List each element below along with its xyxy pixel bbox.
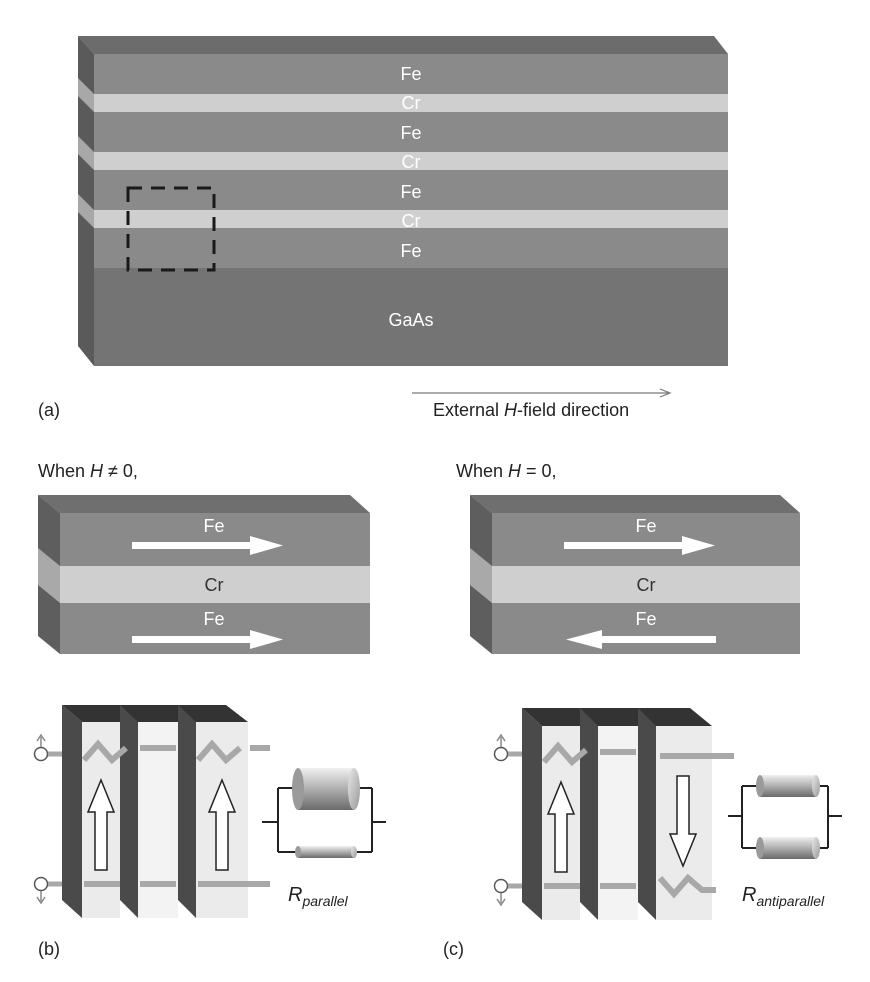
- r-antiparallel-main: R: [742, 884, 757, 906]
- dashed-selection-box: [126, 186, 216, 272]
- field-caption-post: -field direction: [517, 400, 630, 420]
- layer-fe-2: [94, 112, 728, 152]
- panel-b-label: (b): [38, 939, 60, 959]
- b-condition-h: H: [90, 461, 104, 481]
- panel-a-stack: Fe Cr Fe Cr Fe Cr Fe GaAs: [78, 36, 728, 366]
- c-bottom-layer-label: Fe: [635, 609, 656, 629]
- r-parallel-sub: parallel: [302, 893, 348, 909]
- field-direction-caption: External H-field direction: [433, 400, 629, 421]
- resistor-top-icon: [760, 775, 816, 797]
- c-condition-pre: When: [456, 461, 509, 481]
- side-cr-1: [78, 78, 94, 112]
- panel-b-block: Fe Cr Fe: [38, 495, 370, 654]
- layer-label-3: Fe: [400, 123, 421, 143]
- panel-c-condition: When H = 0,: [456, 461, 557, 482]
- c-middle-layer-label: Cr: [637, 575, 656, 595]
- panel-b-condition: When H ≠ 0,: [38, 461, 138, 482]
- layer-fe-4: [94, 228, 728, 268]
- c-top-arrow: [564, 536, 715, 555]
- layer-cr-2: [94, 152, 728, 170]
- parallel-circuit: [262, 768, 386, 858]
- panel-c-channel: [493, 708, 734, 920]
- b-bottom-layer-label: Fe: [203, 609, 224, 629]
- b-top-layer-label: Fe: [203, 516, 224, 536]
- stack-left-face: [78, 36, 94, 366]
- layer-label-1: Fe: [400, 64, 421, 84]
- b-bottom-arrow: [132, 630, 283, 649]
- layer-fe-1: [94, 54, 728, 94]
- r-antiparallel-sub: antiparallel: [756, 893, 825, 909]
- r-parallel-main: R: [288, 884, 303, 906]
- r-antiparallel-label: Rantiparallel: [742, 884, 824, 911]
- layer-label-2: Cr: [402, 93, 421, 113]
- c-bottom-arrow: [566, 630, 716, 649]
- small-resistor-icon: [298, 846, 354, 858]
- side-cr-2: [78, 136, 94, 170]
- r-parallel-label: Rparallel: [288, 884, 348, 911]
- resistor-bottom-icon: [760, 837, 816, 859]
- antiparallel-circuit: [728, 775, 842, 859]
- layer-label-7: Fe: [400, 241, 421, 261]
- panel-a-label: (a): [38, 400, 60, 420]
- layer-label-6: Cr: [402, 211, 421, 231]
- b-condition-pre: When: [38, 461, 91, 481]
- stack-top-face: [78, 36, 728, 54]
- layer-substrate: [94, 268, 728, 366]
- panel-c-block: Fe Cr Fe: [470, 495, 800, 654]
- panel-b-channel: [33, 705, 270, 918]
- b-top-arrow: [132, 536, 283, 555]
- large-resistor-icon: [298, 768, 354, 810]
- side-cr-3: [78, 194, 94, 228]
- b-middle-layer-label: Cr: [205, 575, 224, 595]
- field-caption-h: H: [504, 400, 518, 420]
- panel-c-label: (c): [443, 939, 464, 959]
- layer-fe-3: [94, 170, 728, 210]
- layer-label-5: Fe: [400, 182, 421, 202]
- layer-cr-3: [94, 210, 728, 228]
- layer-label-4: Cr: [402, 152, 421, 172]
- field-caption-pre: External: [433, 400, 505, 420]
- c-condition-h: H: [508, 461, 522, 481]
- substrate-label: GaAs: [388, 310, 433, 330]
- c-top-layer-label: Fe: [635, 516, 656, 536]
- c-condition-post: = 0,: [521, 461, 557, 481]
- field-direction-arrow: [412, 388, 672, 398]
- layer-cr-1: [94, 94, 728, 112]
- b-condition-post: ≠ 0,: [103, 461, 138, 481]
